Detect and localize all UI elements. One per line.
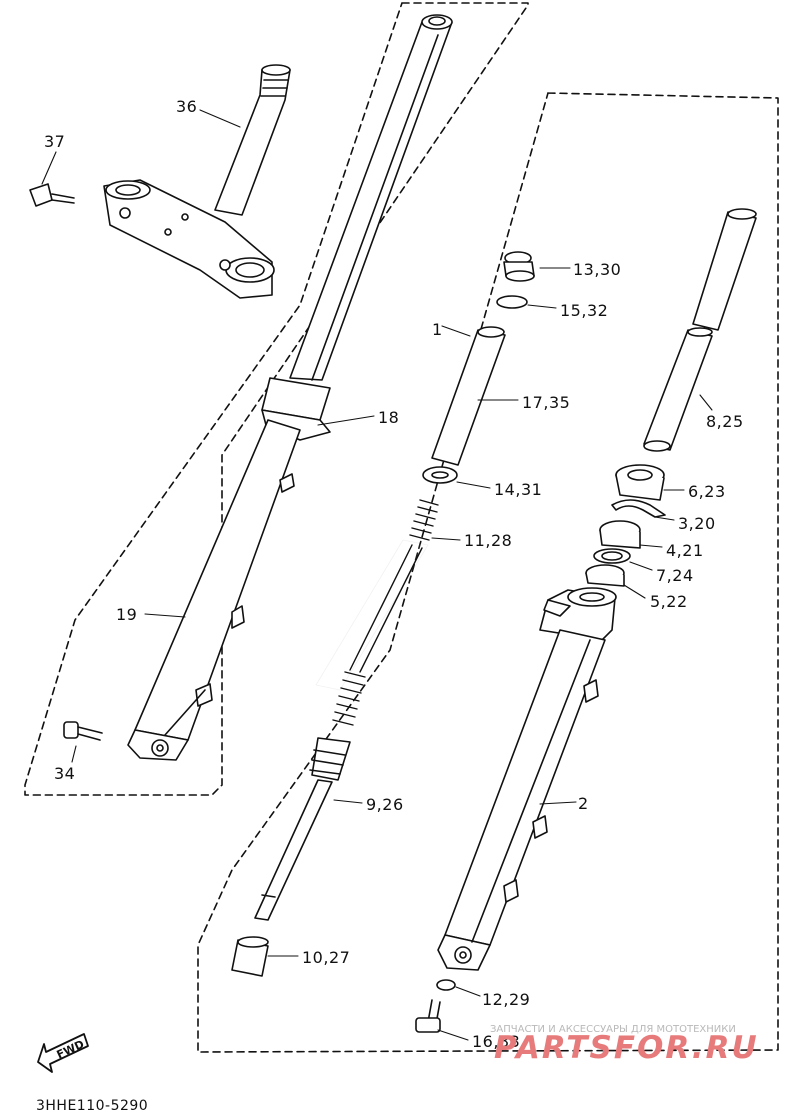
callout-6-23: 6,23: [688, 482, 726, 501]
drawing-code: 3HHE110-5290: [36, 1098, 149, 1114]
bottom-bolt: [415, 999, 441, 1033]
callout-4-21: 4,21: [666, 541, 704, 560]
callout-34: 34: [54, 764, 76, 783]
callout-2: 2: [578, 794, 589, 813]
fork-spring: [315, 499, 439, 726]
callout-12-29: 12,29: [482, 990, 531, 1009]
callout-1: 1: [432, 320, 443, 339]
washer: [422, 466, 458, 484]
assembly-boundary-left: [24, 2, 529, 796]
spacer-tube: [431, 326, 506, 466]
drain-gasket: [436, 979, 456, 991]
outer-tube: [437, 587, 617, 971]
callout-16-33: 16,33: [472, 1032, 521, 1051]
seal-washer: [593, 548, 631, 564]
watermark-tagline: ЗАПЧАСТИ И АКСЕССУАРЫ ДЛЯ МОТОТЕХНИКИ: [490, 1024, 736, 1035]
damper-rod: [254, 737, 351, 921]
callout-19: 19: [116, 605, 138, 624]
callout-7-24: 7,24: [656, 566, 694, 585]
oil-seal: [599, 520, 641, 549]
callout-5-22: 5,22: [650, 592, 688, 611]
retaining-clip: [611, 499, 666, 518]
callout-9-26: 9,26: [366, 795, 404, 814]
steering-stem: [103, 64, 291, 299]
fwd-arrow-icon: [37, 1033, 89, 1073]
assembly-boundary-right: [197, 92, 779, 1053]
callout-3-20: 3,20: [678, 514, 716, 533]
callout-8-25: 8,25: [706, 412, 744, 431]
watermark-logo: PARTSFOR.RU: [494, 1030, 759, 1066]
bolt-34: [63, 721, 103, 741]
callout-15-32: 15,32: [560, 301, 609, 320]
o-ring: [496, 295, 528, 309]
fork-tube-upper: [643, 208, 757, 452]
callout-36: 36: [176, 97, 198, 116]
taper-spindle: [231, 936, 269, 977]
bolt-37: [29, 183, 75, 207]
slide-bushing: [585, 564, 625, 587]
dust-seal: [615, 464, 665, 501]
cap-bolt: [503, 251, 535, 282]
callout-10-27: 10,27: [302, 948, 351, 967]
callout-17-35: 17,35: [522, 393, 571, 412]
leader-lines: [41, 109, 713, 1041]
callout-18: 18: [378, 408, 400, 427]
callout-37: 37: [44, 132, 66, 151]
callout-14-31: 14,31: [494, 480, 543, 499]
callout-13-30: 13,30: [573, 260, 622, 279]
callout-11-28: 11,28: [464, 531, 513, 550]
inner-tube-assembly: [127, 14, 453, 761]
